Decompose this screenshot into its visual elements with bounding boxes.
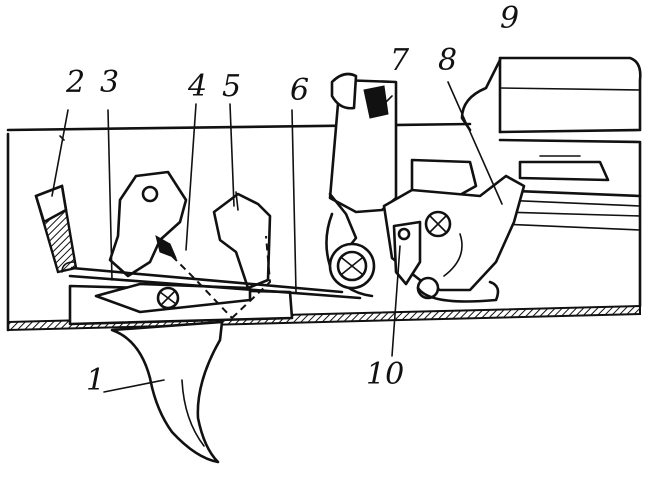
callout-9: 9 [500, 1, 520, 36]
callout-10: 10 [366, 357, 405, 392]
leader-8 [447, 81, 503, 205]
leader-3 [107, 109, 113, 281]
leader-1 [103, 379, 165, 393]
callout-5: 5 [222, 69, 242, 104]
leader-lines [51, 81, 503, 393]
leader-4 [185, 103, 197, 251]
leader-2 [51, 109, 69, 197]
leader-10 [391, 245, 401, 357]
leader-5 [229, 103, 235, 207]
trigger [110, 320, 224, 464]
safety-lever [34, 184, 78, 274]
auto-sear [212, 191, 272, 290]
callout-8: 8 [438, 43, 458, 78]
hammer [325, 72, 398, 298]
spring-rod [61, 261, 362, 300]
leader-7 [377, 95, 393, 111]
callout-7: 7 [390, 43, 410, 78]
callout-2: 2 [66, 65, 86, 100]
catch [392, 220, 500, 303]
callout-3: 3 [100, 65, 120, 100]
leader-6 [291, 109, 297, 293]
callout-1: 1 [86, 363, 106, 398]
hidden-springs [171, 235, 272, 319]
bolt-carrier [460, 56, 642, 182]
callout-6: 6 [290, 73, 310, 108]
callout-4: 4 [188, 69, 208, 104]
disconnector [108, 170, 188, 278]
